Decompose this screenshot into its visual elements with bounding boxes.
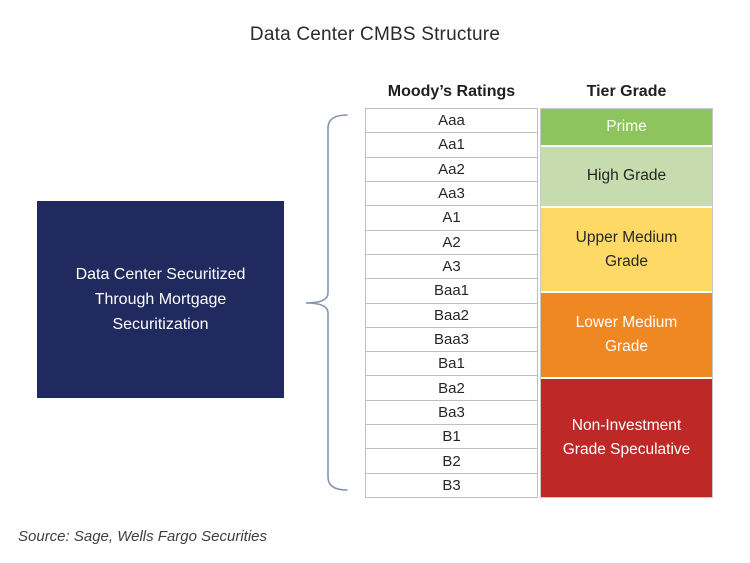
rating-cell: Ba2 bbox=[366, 376, 537, 400]
rating-cell: B1 bbox=[366, 425, 537, 449]
tier-block-label: Non-Investment Grade Speculative bbox=[562, 416, 691, 458]
rating-cell: Aa2 bbox=[366, 157, 537, 181]
securitization-box: Data Center Securitized Through Mortgage… bbox=[37, 201, 284, 398]
rating-cell: Aa3 bbox=[366, 181, 537, 206]
brace-path bbox=[305, 114, 348, 491]
rating-cell: Baa2 bbox=[366, 303, 537, 327]
rating-cell: A1 bbox=[366, 206, 537, 230]
rating-cell: B3 bbox=[366, 473, 537, 497]
source-note: Source: Sage, Wells Fargo Securities bbox=[18, 528, 268, 545]
rating-cell: Baa1 bbox=[366, 279, 537, 303]
rating-cell: B2 bbox=[366, 449, 537, 473]
tier-block-label: Prime bbox=[606, 117, 647, 135]
tier-block-label: High Grade bbox=[586, 167, 667, 185]
rating-cell: Baa3 bbox=[366, 327, 537, 352]
tier-block: Non-Investment Grade Speculative bbox=[541, 376, 712, 497]
securitization-box-line-2: Through Mortgage bbox=[94, 291, 227, 308]
page-title: Data Center CMBS Structure bbox=[249, 24, 501, 45]
rating-cell: Ba3 bbox=[366, 400, 537, 425]
rating-cell: A3 bbox=[366, 254, 537, 279]
tier-block: Prime bbox=[541, 109, 712, 145]
tier-block-label: Upper Medium Grade bbox=[575, 228, 678, 270]
securitization-box-line-3: Securitization bbox=[112, 316, 209, 333]
tier-block: Lower Medium Grade bbox=[541, 291, 712, 377]
rating-cell: Ba1 bbox=[366, 352, 537, 376]
tier-block: Upper Medium Grade bbox=[541, 206, 712, 292]
tier-block: High Grade bbox=[541, 144, 712, 206]
tier-block-label: Lower Medium Grade bbox=[575, 313, 678, 355]
column-header-tier-grade: Tier Grade bbox=[586, 83, 667, 100]
column-header-moodys-ratings: Moody’s Ratings bbox=[387, 83, 516, 100]
rating-cell: Aaa bbox=[366, 109, 537, 133]
rating-cell: A2 bbox=[366, 230, 537, 254]
securitization-box-line-1: Data Center Securitized bbox=[75, 266, 246, 283]
rating-cell: Aa1 bbox=[366, 133, 537, 157]
